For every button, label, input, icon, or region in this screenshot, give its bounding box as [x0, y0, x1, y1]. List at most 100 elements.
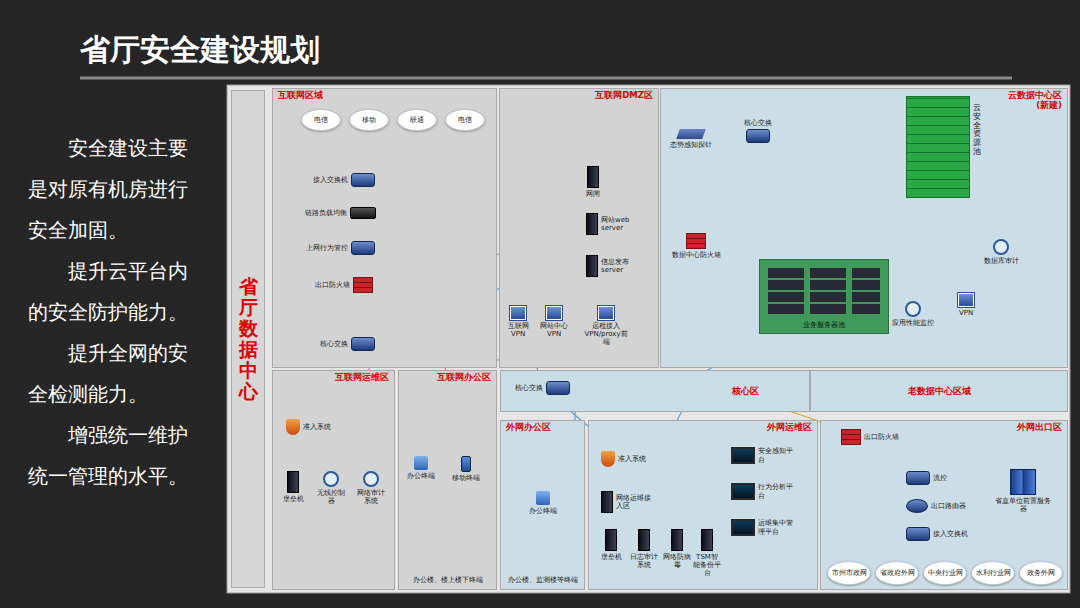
dev-node: 互联网VPN — [502, 306, 534, 338]
device-icon — [746, 129, 770, 143]
device-label: 网站web server — [601, 216, 641, 232]
dev-node: 数据库审计 — [984, 239, 1019, 265]
cloud-node: 联通 — [397, 109, 437, 131]
zone-footnote: 办公楼、监测楼等终端 — [501, 575, 584, 585]
dev-node: 信息发布 server — [586, 255, 641, 277]
zone-title: 老数据中心区域 — [811, 386, 1067, 396]
device-icon — [510, 306, 526, 320]
band-node: 核心区 核心交换 — [500, 370, 810, 412]
device-label: 堡垒机 — [597, 553, 625, 561]
zone-node: 互联网区域电信移动联通电信接入交换机链路负载均衡上网行为管控出口防火墙核心交换 — [272, 88, 497, 368]
device-icon — [351, 173, 375, 187]
device-icon — [536, 491, 550, 505]
cloud-node: 中央行业网 — [923, 561, 967, 585]
cloud-label: 水利行业网 — [976, 568, 1011, 578]
device-icon — [323, 471, 339, 487]
device-label: 网络运维接入区 — [616, 494, 652, 510]
device-icon — [546, 306, 562, 320]
device-label: 数据库审计 — [984, 257, 1019, 265]
zone-title: 核心区 — [732, 386, 759, 396]
zone-title: 互联网区域 — [278, 91, 323, 101]
dev-node: 上网行为管控 — [306, 241, 375, 255]
dev-node: 网站web server — [586, 213, 641, 235]
cloud-node: 水利行业网 — [971, 561, 1015, 585]
device-icon — [353, 277, 373, 293]
dev-node: 核心交换 — [744, 119, 772, 143]
zone-node: 云数据中心区 (新建)态势感知探针核心交换云安全资源池数据中心防火墙业务服务器池… — [660, 88, 1068, 368]
device-label: 省直单位前置服务器 — [993, 497, 1053, 513]
zone-node: 外网办公区办公楼、监测楼等终端办公终端 — [500, 420, 585, 590]
device-icon — [638, 529, 650, 551]
zone-title: 互联网运维区 — [335, 373, 389, 383]
dev-node: 核心交换 — [515, 381, 570, 395]
device-icon — [731, 483, 755, 500]
device-icon — [351, 241, 375, 255]
device-label: 上网行为管控 — [306, 244, 348, 252]
dev-node: 网络运维接入区 — [601, 491, 652, 513]
zone-title: 外网运维区 — [767, 423, 812, 433]
device-label: 堡垒机 — [278, 495, 308, 503]
dev-node: 接入交换机 — [906, 527, 973, 541]
main-panel — [227, 85, 1070, 593]
cloud-node: 省政府外网 — [875, 561, 919, 585]
device-label: 日志审计系统 — [630, 553, 658, 569]
zone-node: 互联网运维区准入系统堡垒机无线控制器网络审计系统 — [272, 370, 395, 590]
device-label: 行为分析平台 — [758, 483, 798, 499]
dev-node: 出口防火墙 — [315, 277, 373, 293]
dev-node: 核心交换 — [320, 337, 375, 351]
page-title: 省厅安全建设规划 — [80, 30, 320, 71]
intro-paragraph: 增强统一维护统一管理的水平。 — [28, 415, 204, 497]
device-icon — [671, 529, 683, 551]
title-rule — [80, 77, 1012, 80]
dev-node: 办公终端 — [406, 456, 436, 480]
zone-node: 互联网DMZ区网闸网站web server信息发布 server互联网VPN网站… — [499, 88, 659, 368]
device-label: 移动终端 — [451, 474, 481, 482]
cloud-label: 中央行业网 — [928, 568, 963, 578]
intro-paragraph: 提升云平台内的安全防护能力。 — [28, 251, 204, 333]
device-icon — [701, 529, 713, 551]
device-label: 出口路由器 — [931, 502, 971, 510]
dev-node: 态势感知探针 — [670, 129, 712, 149]
cloud-label: 电信 — [314, 115, 328, 125]
device-label: 互联网VPN — [502, 322, 534, 338]
zone-node: 外网运维区准入系统网络运维接入区堡垒机日志审计系统网络防病毒TSM智能备份平台安… — [588, 420, 818, 590]
device-icon — [461, 456, 471, 472]
device-label: 链路负载均衡 — [305, 209, 347, 217]
device-icon — [731, 519, 755, 536]
server-grid — [768, 266, 880, 314]
dev-node: 应用性能监控 — [892, 301, 934, 327]
device-label: 流控 — [933, 474, 947, 482]
device-label: 出口防火墙 — [864, 433, 904, 441]
device-icon — [586, 255, 598, 277]
device-icon — [546, 381, 570, 395]
device-label: 无线控制器 — [316, 489, 346, 505]
device-icon — [958, 293, 974, 307]
rack-node: 云安全资源池 — [906, 96, 986, 196]
device-icon — [1010, 469, 1036, 495]
device-icon — [286, 419, 300, 435]
device-label: 准入系统 — [618, 455, 654, 463]
device-icon — [601, 491, 613, 513]
device-label: 网络审计系统 — [356, 489, 386, 505]
device-label: 准入系统 — [303, 423, 343, 431]
dev-node: 准入系统 — [286, 419, 343, 435]
zone-footnote: 办公楼、楼上楼下终端 — [399, 575, 496, 585]
device-icon — [351, 337, 375, 351]
device-label: 数据中心防火墙 — [672, 251, 721, 259]
device-icon — [906, 471, 930, 485]
dev-node: 出口路由器 — [906, 499, 971, 513]
device-label: 核心交换 — [744, 119, 772, 127]
device-icon — [841, 429, 861, 445]
device-label: 接入交换机 — [313, 176, 348, 184]
cloud-label: 市州市政网 — [832, 568, 867, 578]
device-label: 网络防病毒 — [663, 553, 691, 569]
zone-title: 云数据中心区 (新建) — [1004, 91, 1062, 111]
dev-node: 安全感知平台 — [731, 447, 798, 464]
device-icon — [287, 471, 299, 493]
device-label: 办公终端 — [406, 472, 436, 480]
cloud-label: 电信 — [458, 115, 472, 125]
device-label: 核心交换 — [320, 340, 348, 348]
device-label: 网站中心VPN — [538, 322, 570, 338]
device-label: 接入交换机 — [933, 530, 973, 538]
